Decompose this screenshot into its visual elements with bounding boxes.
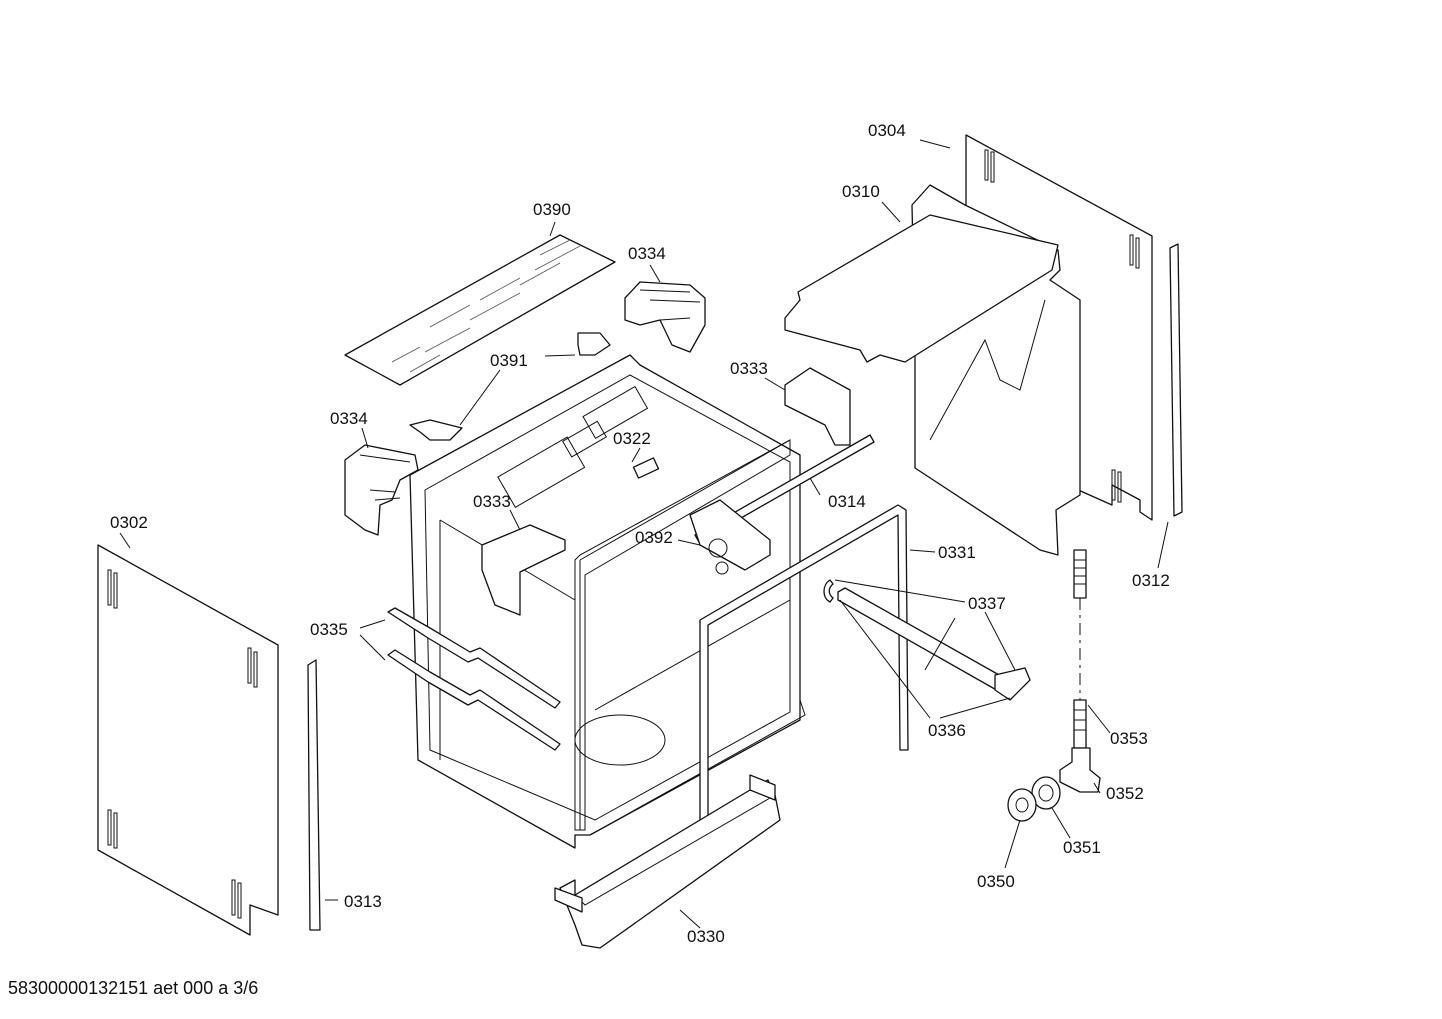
label-0310: 0310: [842, 182, 880, 201]
top-film-0390[interactable]: [344, 234, 616, 386]
rails-0335[interactable]: [387, 607, 561, 751]
document-reference: 58300000132151 aet 000 a 3/6: [8, 978, 259, 998]
nut-0350[interactable]: [1007, 788, 1037, 822]
label-0352: 0352: [1106, 784, 1144, 803]
label-0334-top: 0334: [628, 244, 666, 263]
bracket-top-0333[interactable]: [784, 367, 851, 446]
label-0333-top: 0333: [730, 359, 768, 378]
hose-connector-0353[interactable]: [1073, 549, 1087, 749]
label-0392: 0392: [635, 528, 673, 547]
label-0322: 0322: [613, 429, 651, 448]
drain-elbow-0352[interactable]: [1059, 747, 1101, 793]
label-0353: 0353: [1110, 729, 1148, 748]
clip-0322[interactable]: [632, 457, 660, 479]
label-0336: 0336: [928, 721, 966, 740]
bracket-0391[interactable]: [409, 332, 611, 441]
label-0335: 0335: [310, 620, 348, 639]
label-0313: 0313: [344, 892, 382, 911]
label-0312: 0312: [1132, 571, 1170, 590]
label-0314: 0314: [828, 492, 866, 511]
label-0351: 0351: [1063, 838, 1101, 857]
trim-strip-right-0312[interactable]: [1169, 243, 1183, 517]
hinge-bracket-left-0334[interactable]: [344, 444, 419, 536]
label-0334-left: 0334: [330, 409, 368, 428]
tension-bar-0337[interactable]: [823, 579, 1031, 701]
label-0391: 0391: [490, 351, 528, 370]
label-0304: 0304: [868, 121, 906, 140]
top-cover-0310[interactable]: [784, 184, 1081, 556]
label-0302: 0302: [110, 513, 148, 532]
side-panel-left-0302[interactable]: [97, 544, 279, 936]
part-labels: 0304 0310 0390 0334 0391 0334 0333 0322 …: [110, 121, 1170, 946]
label-0331: 0331: [938, 543, 976, 562]
label-0333-left: 0333: [473, 492, 511, 511]
label-0337: 0337: [968, 594, 1006, 613]
label-0330: 0330: [687, 927, 725, 946]
label-0350: 0350: [977, 872, 1015, 891]
hinge-bracket-top-0334[interactable]: [624, 281, 706, 353]
leader-lines: [119, 139, 1169, 929]
kick-plate-0330[interactable]: [554, 774, 781, 949]
bracket-left-0333[interactable]: [481, 524, 566, 616]
trim-strip-left-0313[interactable]: [307, 659, 321, 931]
label-0390: 0390: [533, 200, 571, 219]
door-frame: [574, 439, 791, 831]
